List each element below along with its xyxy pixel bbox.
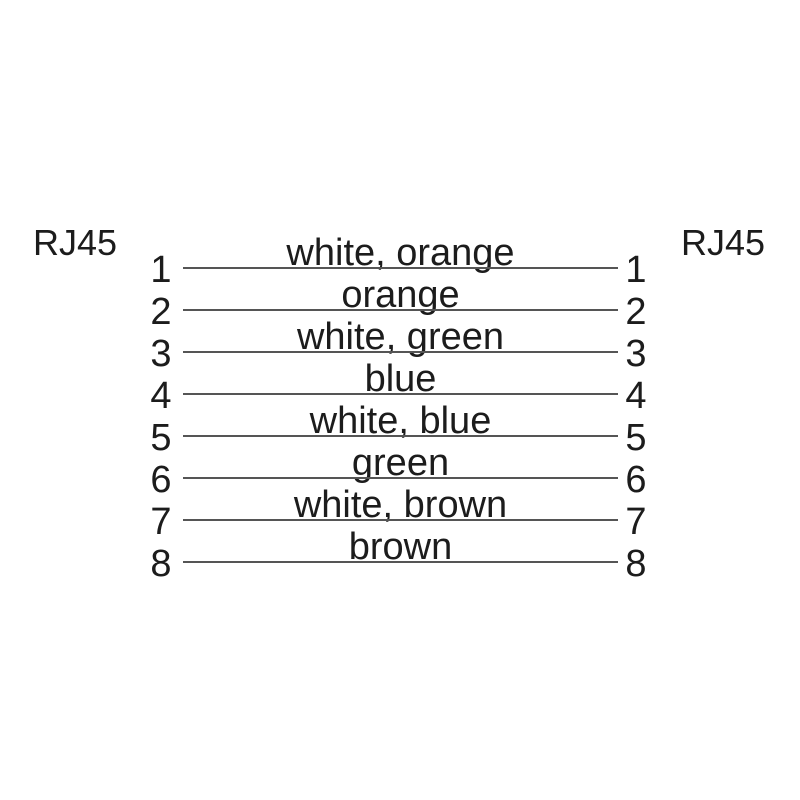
pin-number-left: 5 [150,417,172,459]
left-connector-label: RJ45 [33,222,118,263]
pin-number-left: 6 [150,459,172,501]
pin-number-right: 8 [625,543,647,585]
wire-line [183,351,618,353]
right-connector-label: RJ45 [681,222,766,263]
pin-number-right: 1 [625,249,647,291]
pin-number-right: 3 [625,333,647,375]
pin-number-left: 3 [150,333,172,375]
pin-number-right: 5 [625,417,647,459]
pin-number-right: 4 [625,375,647,417]
pin-number-left: 2 [150,291,172,333]
wire-line [183,477,618,479]
pin-number-right: 2 [625,291,647,333]
pin-number-right: 6 [625,459,647,501]
wire-line [183,561,618,563]
wire-line [183,309,618,311]
pin-number-left: 4 [150,375,172,417]
wire-line [183,435,618,437]
pin-number-left: 7 [150,501,172,543]
wire-line [183,519,618,521]
pin-number-left: 1 [150,249,172,291]
pin-number-right: 7 [625,501,647,543]
wire-line [183,267,618,269]
pin-number-left: 8 [150,543,172,585]
wire-line [183,393,618,395]
